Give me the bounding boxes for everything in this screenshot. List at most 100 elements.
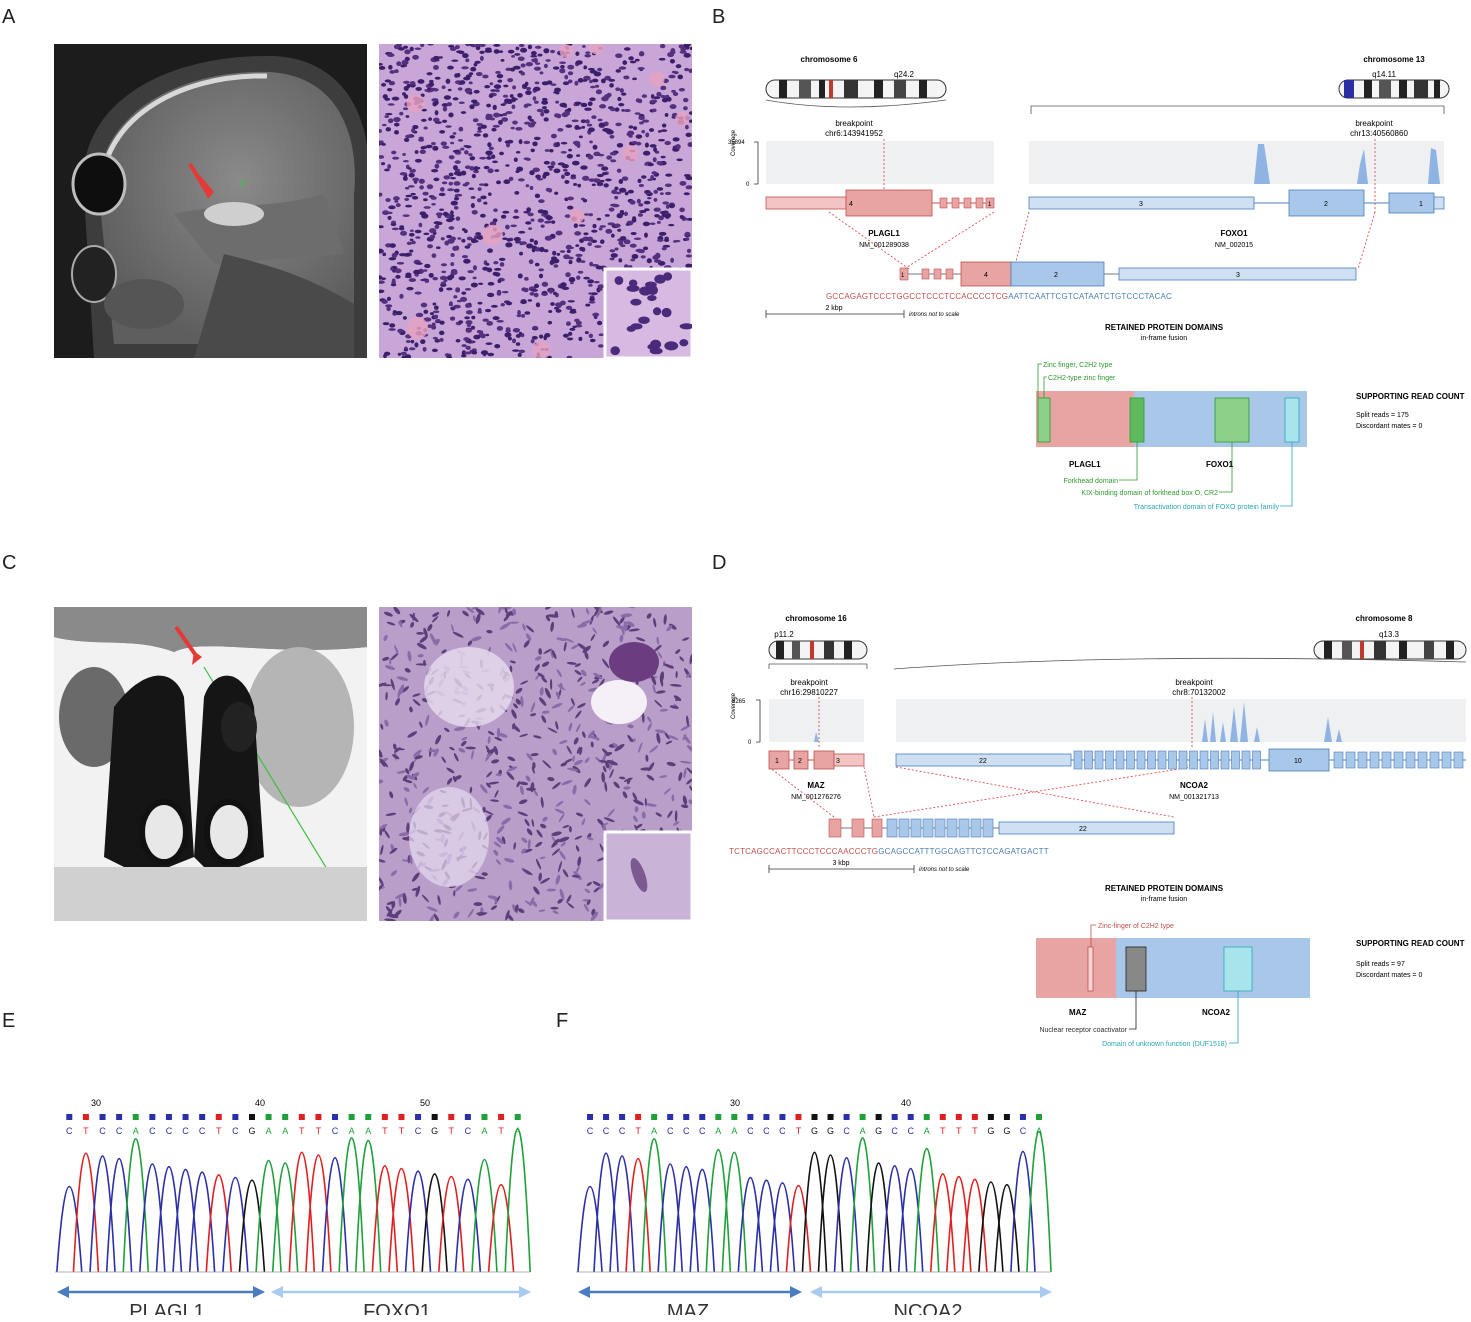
trace-peak	[881, 1165, 908, 1273]
trace-peak	[833, 1156, 860, 1273]
domain-label: Zinc-finger of C2H2 type	[1098, 923, 1174, 930]
base-call-mark	[248, 1114, 255, 1120]
svg-text:3: 3	[1236, 272, 1240, 279]
domain-label: Zinc finger, C2H2 type	[1043, 362, 1112, 369]
base-letter: T	[382, 1126, 388, 1136]
transcript-id: NM_001276276	[791, 794, 841, 801]
scale-label: 3 kbp	[832, 860, 849, 867]
base-letter: T	[796, 1126, 802, 1136]
scale-note: introns not to scale	[919, 867, 970, 873]
base-call-mark	[795, 1114, 802, 1120]
base-call-mark	[827, 1114, 834, 1120]
domain-label: Domain of unknown function (DUF1518)	[1102, 1041, 1227, 1048]
trace-peaks	[56, 1128, 531, 1273]
trace-peak	[1010, 1150, 1036, 1273]
chromosome-label: chromosome 8	[1356, 614, 1413, 623]
trace-peak	[897, 1168, 924, 1273]
gene-track-ncoa2: 22 10	[895, 748, 1466, 772]
arrow-plagl1	[57, 1286, 265, 1298]
histology-he-image	[379, 44, 692, 358]
base-letter: C	[763, 1126, 770, 1136]
trace-peak	[577, 1185, 603, 1273]
base-call-mark	[939, 1114, 946, 1120]
trace-peak	[487, 1183, 515, 1273]
svg-text:22: 22	[1079, 826, 1087, 833]
trace-peak	[188, 1171, 216, 1273]
base-letter: T	[940, 1126, 946, 1136]
base-letter: T	[972, 1126, 978, 1136]
domains-subtitle: in-frame fusion	[1141, 335, 1187, 342]
trace-peak	[817, 1154, 844, 1273]
trace-peak	[172, 1168, 199, 1273]
band-label: q24.2	[894, 70, 915, 79]
coverage-max: 35894	[728, 140, 745, 146]
base-letter: T	[299, 1126, 305, 1136]
base-letter: A	[924, 1126, 930, 1136]
base-letter: T	[956, 1126, 962, 1136]
base-call-mark	[1019, 1114, 1026, 1120]
chromosome-ideogram	[1338, 79, 1450, 99]
trace-peak	[388, 1168, 415, 1273]
breakpoint-label: breakpoint	[1355, 119, 1393, 128]
domain-label: Forkhead domain	[1064, 478, 1119, 485]
junction-sequence: TCTCAGCCACTTCCCTCCCAACCCTGGCAGCCATTTGGCA…	[729, 847, 1049, 856]
coverage-axis-label: Coverage	[731, 129, 737, 156]
trace-peak	[865, 1162, 892, 1273]
coverage-track	[896, 699, 1466, 742]
trace-peak	[321, 1156, 349, 1273]
position-tick: 40	[255, 1098, 265, 1108]
breakpoint-coordinate: chr6:143941952	[825, 129, 883, 138]
svg-text:4: 4	[849, 201, 853, 208]
base-letter: C	[891, 1126, 898, 1136]
base-call-mark	[398, 1114, 405, 1120]
gene-label: MAZ	[667, 1301, 709, 1315]
base-letter: C	[779, 1126, 786, 1136]
base-call-mark	[116, 1114, 123, 1120]
svg-text:10: 10	[1294, 758, 1302, 765]
protein-domain-bar	[1036, 391, 1307, 447]
gene-track-maz: 1 2 3	[768, 750, 865, 770]
gene-label: PLAGL1	[129, 1301, 205, 1315]
trace-peak	[689, 1168, 716, 1273]
domains-subtitle: in-frame fusion	[1141, 896, 1187, 903]
trace-peak	[72, 1152, 100, 1273]
base-call-mark	[635, 1114, 642, 1120]
coverage-track	[766, 141, 994, 184]
base-letter: T	[399, 1126, 405, 1136]
base-letter: G	[875, 1126, 882, 1136]
base-call-mark	[481, 1114, 488, 1120]
breakpoint-coordinate: chr13:40560860	[1350, 129, 1408, 138]
split-reads: Split reads = 175	[1356, 412, 1409, 419]
panel-label-b: B	[712, 6, 726, 28]
support-title: SUPPORTING READ COUNT	[1356, 939, 1465, 948]
base-call-mark	[875, 1114, 882, 1120]
domains-title: RETAINED PROTEIN DOMAINS	[1105, 323, 1224, 332]
base-letter: A	[282, 1126, 288, 1136]
coverage-peaks	[814, 702, 1342, 742]
base-letter: A	[133, 1126, 139, 1136]
base-letter: C	[603, 1126, 610, 1136]
position-tick: 30	[91, 1098, 101, 1108]
fusion-transcript: 1 4 2 3	[899, 261, 1357, 287]
base-call-mark	[365, 1114, 372, 1120]
base-call-mark	[955, 1114, 962, 1120]
base-letter: C	[587, 1126, 594, 1136]
base-letter: T	[635, 1126, 641, 1136]
transcript-id: NM_001289038	[859, 242, 909, 249]
protein-domain-bar	[1036, 938, 1310, 998]
coverage-min: 0	[746, 182, 750, 188]
trace-peak	[1026, 1130, 1052, 1273]
svg-text:3: 3	[836, 758, 840, 765]
gene-track-plagl1: 4 1	[765, 189, 995, 217]
domain-label: KIX-binding domain of forkhead box O, CR…	[1081, 490, 1218, 497]
base-call-mark	[199, 1114, 206, 1120]
base-call-mark	[1035, 1114, 1042, 1120]
trace-peak	[657, 1163, 684, 1273]
base-letter: C	[907, 1126, 914, 1136]
coverage-peaks	[1254, 144, 1440, 184]
band-label: q13.3	[1379, 630, 1400, 639]
position-tick: 50	[420, 1098, 430, 1108]
base-call-mark	[987, 1114, 994, 1120]
